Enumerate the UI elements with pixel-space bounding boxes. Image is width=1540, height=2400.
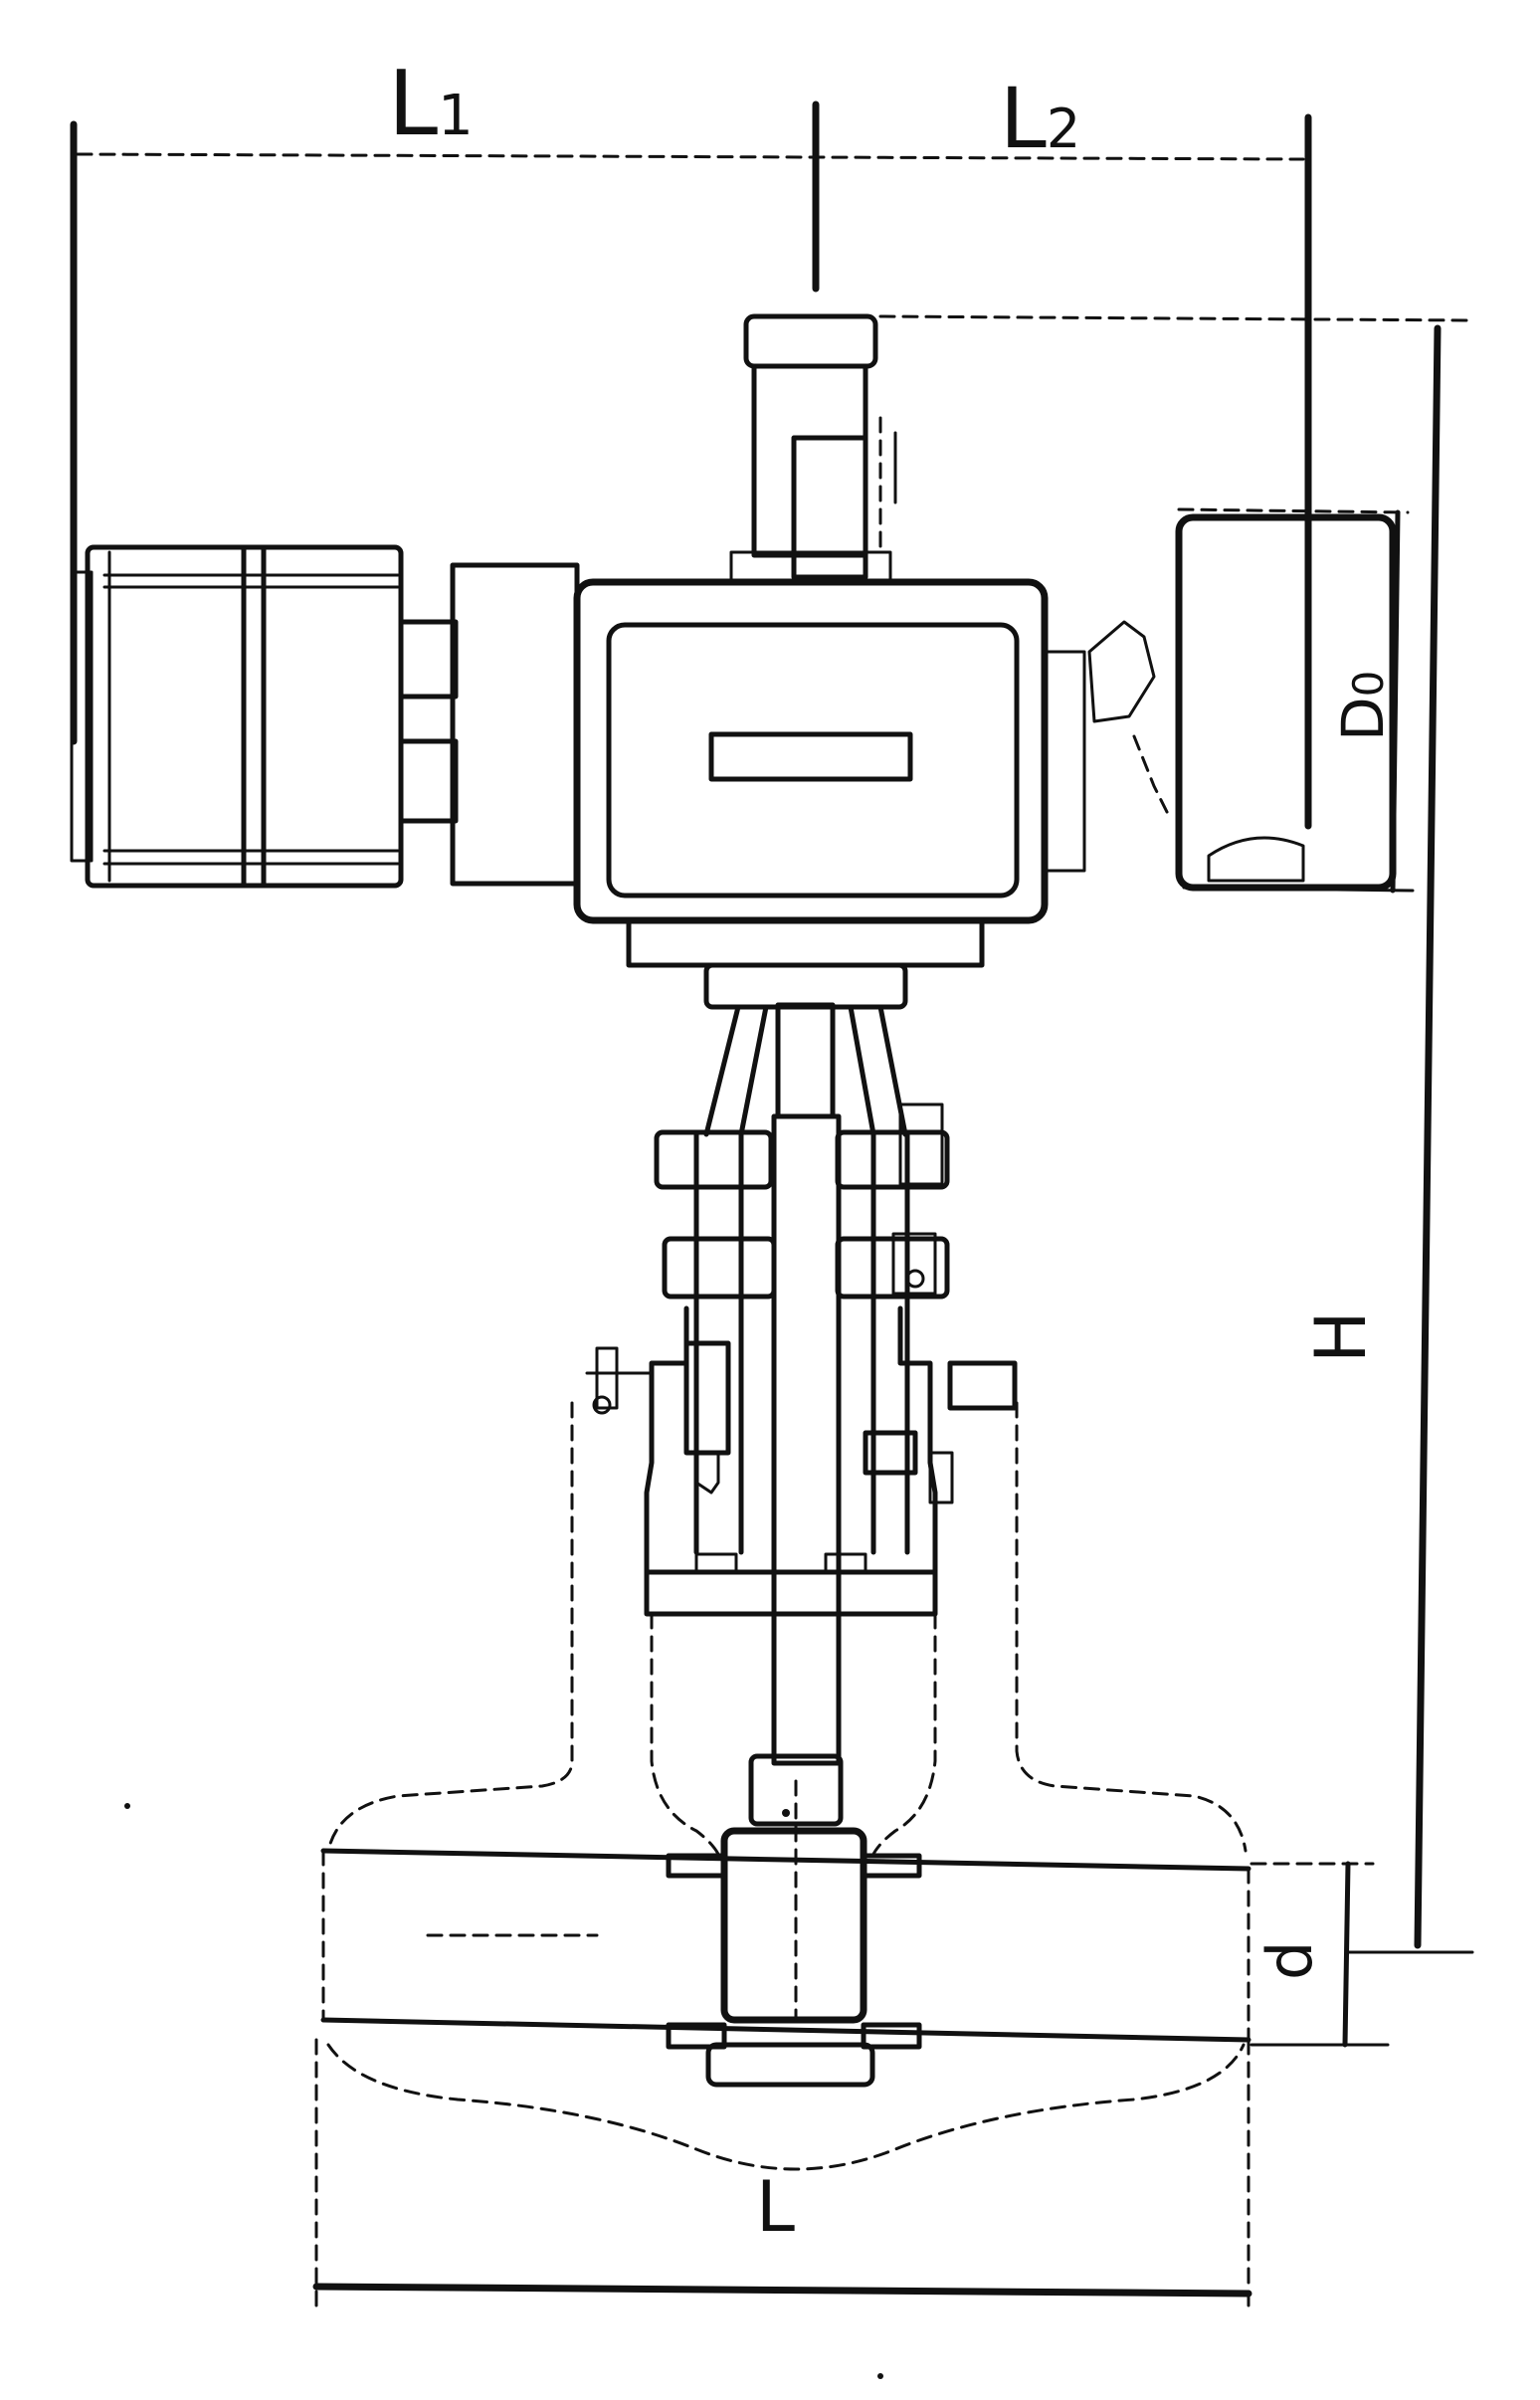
coupling-upper: [398, 619, 459, 700]
adapter: [703, 962, 908, 1010]
coupling-lower: [398, 738, 459, 824]
body-bottom: [326, 2043, 1246, 2171]
body-left-neck: [326, 1401, 574, 1853]
gland-flange-left: [662, 1236, 777, 1300]
pipe-top: [320, 1848, 1251, 1872]
control-box: [1175, 513, 1397, 892]
gearbox-cover: [606, 622, 1020, 899]
label-h: H: [1300, 1310, 1382, 1363]
top-cap: [743, 313, 878, 369]
body-bonnet-flange: [644, 1569, 938, 1617]
dimension-lines: [70, 100, 1474, 2315]
d0-top-extension: [1177, 507, 1410, 514]
grease-nipple: [891, 1232, 937, 1296]
label-l2: L2: [1000, 70, 1080, 167]
valve-disc: [720, 1827, 867, 2024]
position-indicator: [791, 435, 868, 580]
bonnet-bolt-left: [683, 1340, 731, 1456]
l1-l2-dimension-line: [76, 152, 1305, 161]
d-dimension-line: [1342, 1861, 1351, 2048]
stem-upper: [775, 1002, 836, 1119]
bonnet-lug-right: [947, 1360, 1018, 1411]
label-l: L: [756, 2166, 795, 2248]
top-shaft-housing: [751, 363, 868, 558]
yoke-nut-right: [835, 1129, 950, 1190]
cable-gland: [1087, 620, 1156, 723]
motor-flange: [450, 562, 580, 887]
label-d0: D0: [1329, 671, 1397, 741]
gearbox-housing: [573, 578, 1049, 924]
bleed-valve: [595, 1346, 619, 1410]
valve-yoke: [585, 1002, 1018, 1766]
valve-stem: [771, 1113, 842, 1766]
label-l1: L1: [388, 52, 474, 156]
mounting-flange: [626, 917, 985, 968]
nameplate: [708, 731, 913, 782]
stem-nut: [748, 1753, 844, 1827]
bonnet: [644, 1305, 938, 1575]
h-dimension-line: [1414, 324, 1442, 1949]
pipe-bottom: [320, 2017, 1251, 2043]
valve-body: [320, 1401, 1251, 2171]
yoke-nut-left: [654, 1129, 774, 1190]
electric-actuator: [70, 313, 1397, 1010]
valve-seat: [705, 2042, 875, 2088]
dimension-labels: L1 L2 D0 H d L: [388, 52, 1397, 2248]
motor-end-cap: [70, 570, 94, 863]
l-dimension-line: [312, 2283, 1252, 2298]
body-right-neck: [1015, 1401, 1248, 1853]
label-d: d: [1253, 1941, 1326, 1980]
h-top-extension: [878, 314, 1474, 322]
